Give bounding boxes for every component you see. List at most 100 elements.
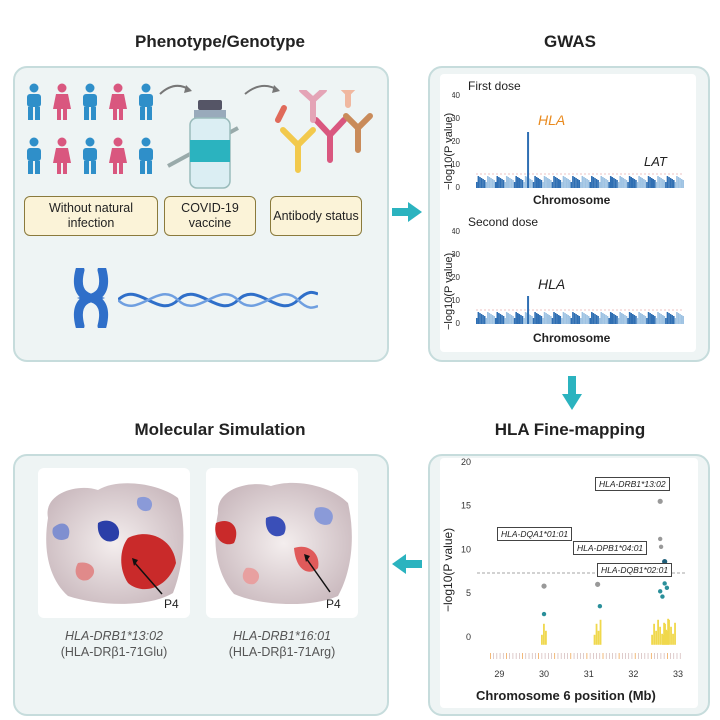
manhattan-column <box>657 312 659 324</box>
manhattan-column <box>477 176 480 188</box>
manhattan-column <box>523 182 525 188</box>
manhattan-column <box>557 179 560 188</box>
manhattan-column <box>614 315 617 324</box>
manhattan-column <box>513 318 516 324</box>
antibody-icons <box>275 90 373 173</box>
tick-40: 40 <box>452 91 461 100</box>
manhattan-column <box>680 179 683 188</box>
manhattan-column <box>510 315 513 324</box>
gwas-xlabel-1: Chromosome <box>533 193 611 207</box>
finemap-point <box>662 581 667 586</box>
manhattan-column <box>575 178 577 188</box>
manhattan-column <box>521 316 524 324</box>
manhattan-column <box>557 315 560 324</box>
finemap-bar <box>541 634 543 645</box>
manhattan-column <box>499 314 502 324</box>
annot-dqa1-0101: HLA-DQA1*01:01 <box>497 527 573 541</box>
manhattan-column <box>625 180 628 188</box>
manhattan-column <box>537 314 540 324</box>
gwas-xlabel-2: Chromosome <box>533 331 611 345</box>
manhattan-column <box>658 313 661 324</box>
manhattan-column <box>542 318 544 324</box>
manhattan-column <box>493 180 495 188</box>
molecule-right: P4 <box>215 482 352 611</box>
manhattan-column <box>505 176 508 188</box>
manhattan-column <box>502 316 505 324</box>
right-allele-sub: (HLA-DRβ1-71Arg) <box>228 645 336 659</box>
finemap-ytick: 10 <box>461 544 471 554</box>
chromosome-icon <box>73 268 109 328</box>
manhattan-column <box>616 180 618 188</box>
manhattan-column <box>539 315 541 324</box>
manhattan-column <box>676 312 678 324</box>
manhattan-column <box>602 177 604 188</box>
manhattan-column <box>583 177 585 188</box>
manhattan-column <box>617 318 620 324</box>
finemap-bar <box>655 630 657 645</box>
manhattan-column <box>580 318 582 324</box>
manhattan-column <box>564 313 566 324</box>
manhattan-column <box>679 314 681 324</box>
manhattan-column <box>638 312 640 324</box>
manhattan-column <box>624 315 626 324</box>
arrow-right <box>392 202 422 222</box>
manhattan-column <box>562 312 565 324</box>
manhattan-column <box>540 316 543 324</box>
manhattan-column <box>539 179 541 188</box>
manhattan-column <box>479 313 481 324</box>
manhattan-column <box>657 176 659 188</box>
left-allele-name: HLA-DRB1*13:02 <box>65 629 163 643</box>
manhattan-column <box>553 176 555 188</box>
manhattan-column <box>628 176 631 188</box>
manhattan-column <box>633 315 636 324</box>
gwas-hla-label-1: HLA <box>538 112 566 128</box>
second-dose-title: Second dose <box>468 215 539 229</box>
manhattan-column <box>671 315 673 324</box>
label-without-infection: Without natural infection <box>24 196 158 236</box>
manhattan-column <box>532 182 535 188</box>
manhattan-column <box>650 314 653 324</box>
finemap-bar <box>653 623 655 645</box>
finemap-xtick: 31 <box>584 669 594 679</box>
manhattan-column <box>627 318 629 324</box>
phenotype-title: Phenotype/Genotype <box>134 32 306 51</box>
manhattan-column <box>548 179 551 188</box>
manhattan-column <box>608 318 610 324</box>
finemap-ylabel: −log10(P value) <box>441 527 455 612</box>
svg-text:0: 0 <box>456 319 461 328</box>
manhattan-column <box>606 316 609 324</box>
manhattan-column <box>682 180 684 188</box>
manhattan-column <box>551 182 554 188</box>
manhattan-column <box>598 318 601 324</box>
manhattan-column <box>617 182 620 188</box>
manhattan-column <box>516 313 519 324</box>
manhattan-column <box>531 316 533 324</box>
manhattan-column <box>655 318 658 324</box>
manhattan-column <box>548 315 551 324</box>
finemap-point <box>657 498 663 504</box>
manhattan-column <box>606 180 609 188</box>
manhattan-column <box>661 179 664 188</box>
manhattan-column <box>669 178 672 188</box>
finemap-bar <box>661 633 663 645</box>
manhattan-column <box>616 316 618 324</box>
gwas-lat-label: LAT <box>644 154 667 169</box>
manhattan-column <box>570 318 573 324</box>
manhattan-column <box>509 314 511 324</box>
manhattan-column <box>532 318 535 324</box>
manhattan-column <box>644 316 647 324</box>
manhattan-column <box>516 177 519 188</box>
finemap-xtick: 33 <box>673 669 683 679</box>
manhattan-column <box>576 315 579 324</box>
manhattan-column <box>485 182 488 188</box>
finemap-ytick: 5 <box>466 588 471 598</box>
manhattan-column <box>584 314 587 324</box>
manhattan-column <box>624 179 626 188</box>
manhattan-column <box>498 177 500 188</box>
manhattan-column <box>556 314 558 324</box>
manhattan-column <box>641 314 644 324</box>
manhattan-column <box>671 179 673 188</box>
manhattan-column <box>589 318 592 324</box>
hla-peak <box>527 132 530 188</box>
finemap-bar <box>659 626 661 645</box>
